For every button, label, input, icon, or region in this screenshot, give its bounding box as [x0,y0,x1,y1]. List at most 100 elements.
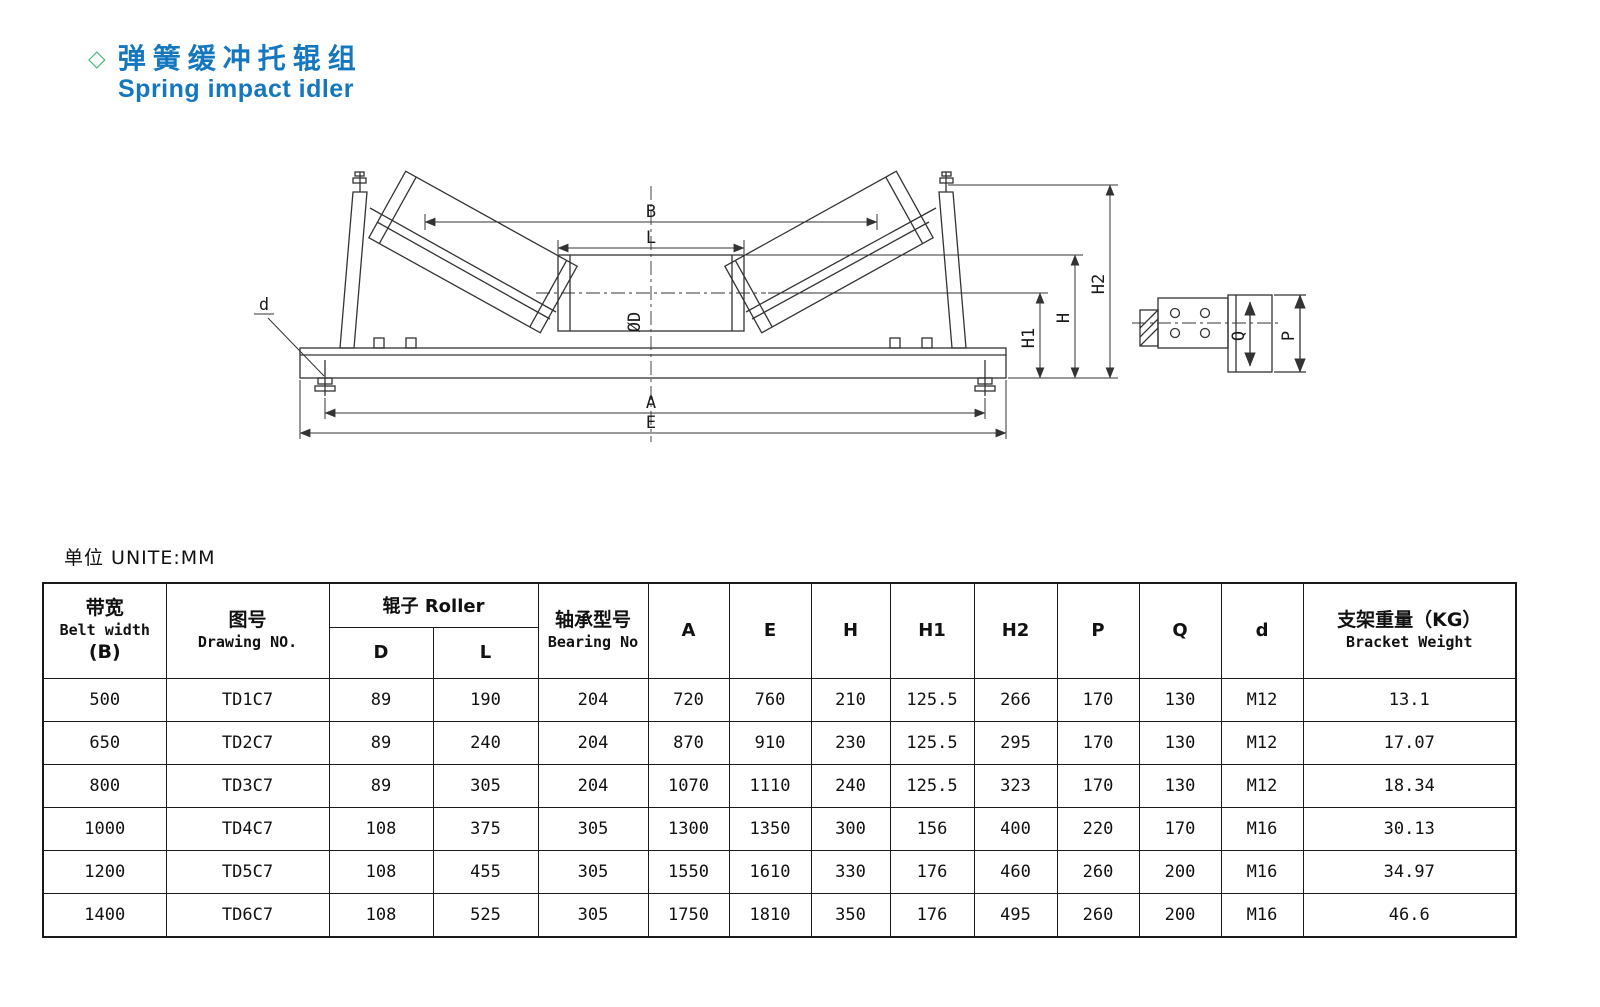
anchor-bolt-left [314,360,336,396]
stand-left [339,171,368,349]
unit-label: 单位 UNITE:MM [64,547,216,569]
table-cell: 305 [537,849,649,894]
table-cell: 295 [973,720,1058,765]
dim-label-q: Q [1229,331,1249,341]
side-view [1132,294,1306,373]
table-cell: 1550 [647,849,730,894]
table-cell: TD1C7 [165,677,330,722]
table-cell: 170 [1056,763,1140,808]
table-cell: 760 [728,677,812,722]
table-cell: 156 [889,806,975,851]
table-cell: 323 [973,763,1058,808]
page-title-en: Spring impact idler [118,74,354,103]
table-cell: 190 [432,677,539,722]
table-cell: 89 [328,720,434,765]
table-cell: 300 [810,806,891,851]
col-header-q: Q [1138,582,1222,679]
table-cell: 130 [1138,763,1222,808]
dim-label-od: ØD [625,312,645,332]
dim-label-l: L [646,228,656,248]
table-cell: 1110 [728,763,812,808]
col-header-p: P [1056,582,1140,679]
table-cell: 89 [328,763,434,808]
table-cell: 500 [42,677,167,722]
table-cell: 108 [328,849,434,894]
anchor-bolt-right [974,360,996,396]
table-cell: 305 [537,806,649,851]
table-cell: 870 [647,720,730,765]
table-cell: 176 [889,892,975,937]
right-roller [723,170,935,334]
table-cell: 240 [810,763,891,808]
table-cell: 305 [432,763,539,808]
table-cell: 204 [537,677,649,722]
col-header-drawing-no: 图号 Drawing NO. [165,582,330,679]
dim-label-d: d [259,295,269,315]
base-channel [299,347,1007,379]
table-cell: TD2C7 [165,720,330,765]
table-row: 1000 TD4C7 108 375 305 1300 1350 300 156… [42,806,1517,851]
table-cell: 18.34 [1302,763,1517,808]
table-cell: TD6C7 [165,892,330,937]
page-title-zh: ◇ 弹簧缓冲托辊组 [88,43,363,75]
table-cell: 1350 [728,806,812,851]
col-header-a: A [647,582,730,679]
table-cell: M16 [1220,806,1304,851]
table-row: 500 TD1C7 89 190 204 720 760 210 125.5 2… [42,677,1517,722]
table-cell: 800 [42,763,167,808]
table-cell: M12 [1220,720,1304,765]
col-header-bracket-weight: 支架重量（KG） Bracket Weight [1302,582,1517,679]
col-header-roller: 辊子 Roller [328,582,539,628]
technical-drawing: B L ØD d A E H1 H H2 Q P [254,170,1306,442]
table-cell: 266 [973,677,1058,722]
table-cell: 230 [810,720,891,765]
table-cell: 210 [810,677,891,722]
table-cell: TD3C7 [165,763,330,808]
col-header-e: E [728,582,812,679]
table-cell: 1200 [42,849,167,894]
table-cell: 34.97 [1302,849,1517,894]
table-cell: 170 [1138,806,1222,851]
col-header-h2: H2 [973,582,1058,679]
table-cell: 720 [647,677,730,722]
diamond-icon: ◇ [88,45,106,72]
table-cell: 176 [889,849,975,894]
table-cell: 130 [1138,720,1222,765]
table-cell: 204 [537,720,649,765]
dim-label-h2: H2 [1089,274,1109,294]
table-cell: 108 [328,892,434,937]
table-cell: 1000 [42,806,167,851]
table-row: 1400 TD6C7 108 525 305 1750 1810 350 176… [42,892,1517,937]
col-header-belt-width: 带宽 Belt width (B) [42,582,167,679]
table-cell: 200 [1138,892,1222,937]
col-header-d: d [1220,582,1304,679]
table-cell: 200 [1138,849,1222,894]
table-cell: M16 [1220,892,1304,937]
foot-bolts [373,337,933,349]
table-cell: 170 [1056,720,1140,765]
table-cell: 220 [1056,806,1140,851]
col-header-roller-l: L [432,626,539,679]
table-cell: M12 [1220,677,1304,722]
table-cell: 1750 [647,892,730,937]
table-cell: 17.07 [1302,720,1517,765]
table-cell: TD4C7 [165,806,330,851]
table-cell: 30.13 [1302,806,1517,851]
dim-label-e: E [646,413,656,433]
table-cell: 650 [42,720,167,765]
table-cell: 910 [728,720,812,765]
dim-label-b: B [646,202,656,222]
table-cell: 1070 [647,763,730,808]
table-cell: 375 [432,806,539,851]
table-cell: 204 [537,763,649,808]
table-cell: 130 [1138,677,1222,722]
table-cell: 46.6 [1302,892,1517,937]
dim-label-p: P [1279,331,1299,341]
col-header-h1: H1 [889,582,975,679]
table-cell: 125.5 [889,763,975,808]
table-cell: 525 [432,892,539,937]
table-cell: 170 [1056,677,1140,722]
table-row: 800 TD3C7 89 305 204 1070 1110 240 125.5… [42,763,1517,808]
table-cell: TD5C7 [165,849,330,894]
